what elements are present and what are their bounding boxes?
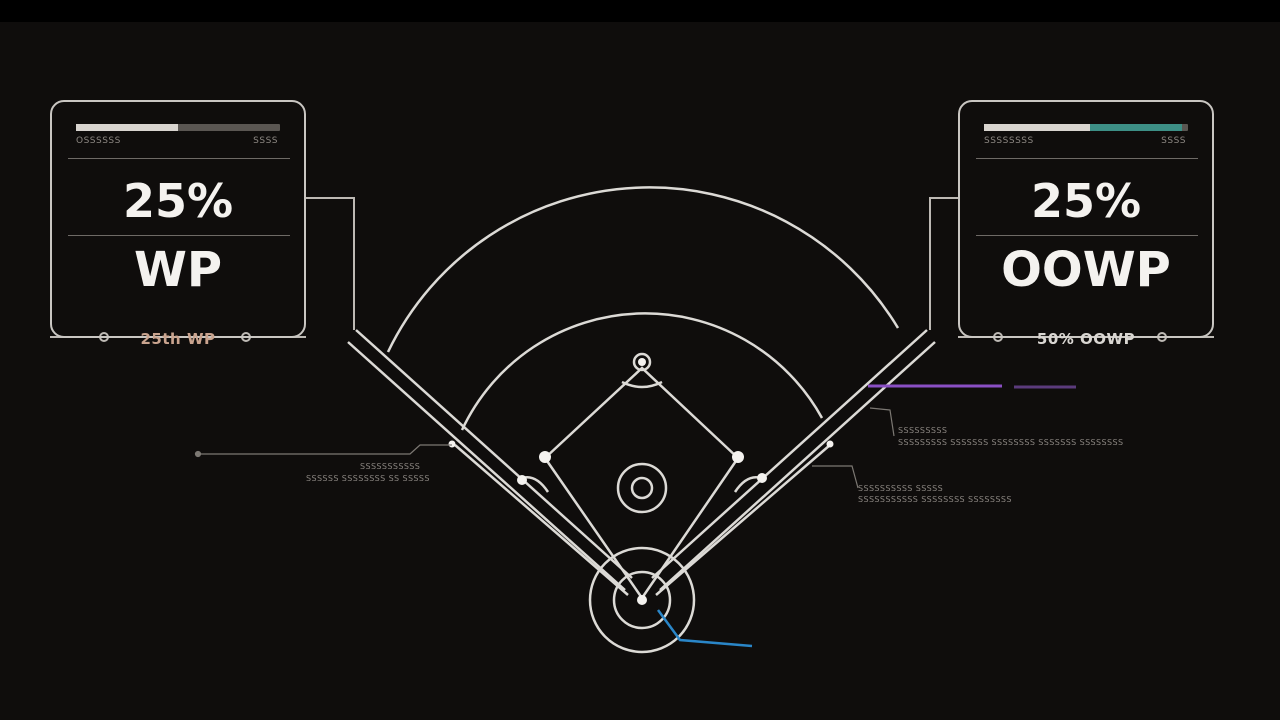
divider xyxy=(976,235,1198,236)
left-callout-end xyxy=(194,450,202,458)
right-lower-callout-title: SSSSSSSSSS SSSSS xyxy=(858,484,944,493)
oowp-meter-right-label: SSSS xyxy=(1161,136,1186,146)
second-base-arc xyxy=(621,380,663,389)
home-plate-inner-ring xyxy=(612,570,672,630)
outfield-wall-arc xyxy=(386,186,900,353)
second-base-dot xyxy=(638,358,646,366)
first-base-dot xyxy=(732,451,744,463)
wp-stat-panel: OSSSSSS SSSS 25% WP xyxy=(50,100,306,338)
right-foul-line-inner xyxy=(651,329,928,579)
divider xyxy=(976,158,1198,159)
oowp-percentage: 25% xyxy=(1030,174,1142,228)
third-base-dot xyxy=(539,451,551,463)
right-lower-callout-leader xyxy=(812,465,859,489)
oowp-footer-caption: 50% OOWP xyxy=(1036,330,1136,348)
first-bag-node xyxy=(757,473,767,483)
third-bag-node xyxy=(517,475,527,485)
base-markers xyxy=(448,358,834,605)
left-callout-title: SSSSSSSSSSS xyxy=(360,462,421,471)
pitchers-mound-outer xyxy=(616,462,668,514)
wp-footer-caption: 25th WP xyxy=(140,330,216,348)
left-line-node xyxy=(448,440,456,448)
wp-meter-right-label: SSSS xyxy=(253,136,278,146)
home-plate-outer-ring xyxy=(588,546,696,654)
blue-accent-line xyxy=(656,609,753,648)
left-panel-connector xyxy=(306,197,355,330)
right-upper-callout-title: SSSSSSSSS xyxy=(898,426,948,435)
oowp-label: OOWP xyxy=(1001,242,1171,298)
right-upper-callout-text: SSSSSSSSS SSSSSSS SSSSSSSS SSSSSSS SSSSS… xyxy=(898,438,1124,447)
left-callout-text: SSSSSS SSSSSSSS SS SSSSS xyxy=(306,474,430,483)
oowp-progress-meter xyxy=(984,124,1188,131)
left-baseline-inner xyxy=(454,444,629,596)
right-line-node xyxy=(826,440,834,448)
infield-grass-arc xyxy=(460,312,824,431)
wp-meter-left-label: OSSSSSS xyxy=(76,136,121,146)
oowp-progress-accent xyxy=(1090,124,1182,131)
pitchers-mound-inner xyxy=(630,476,654,500)
right-lower-callout-text: SSSSSSSSSSS SSSSSSSS SSSSSSSS xyxy=(858,495,1012,504)
second-base-ring xyxy=(632,352,652,372)
right-baseline-inner xyxy=(655,444,831,596)
wp-progress-meter xyxy=(76,124,280,131)
right-upper-callout-leader xyxy=(869,407,895,437)
wp-label: WP xyxy=(133,242,223,298)
wp-percentage: 25% xyxy=(122,174,234,228)
top-letterbox-bar xyxy=(0,0,1280,22)
wp-progress-fill xyxy=(76,124,178,131)
oowp-stat-panel: SSSSSSSS SSSS 25% OOWP xyxy=(958,100,1214,338)
oowp-progress-fill xyxy=(984,124,1091,131)
right-panel-connector xyxy=(929,197,958,330)
left-foul-line-outer xyxy=(347,341,626,591)
home-plate-dot xyxy=(637,595,647,605)
divider xyxy=(68,158,290,159)
left-callout-leader xyxy=(198,444,452,455)
infield-diamond xyxy=(543,366,740,599)
right-foul-line-outer xyxy=(659,341,936,591)
oowp-meter-left-label: SSSSSSSS xyxy=(984,136,1034,146)
divider xyxy=(68,235,290,236)
left-foul-line-inner xyxy=(355,329,633,579)
